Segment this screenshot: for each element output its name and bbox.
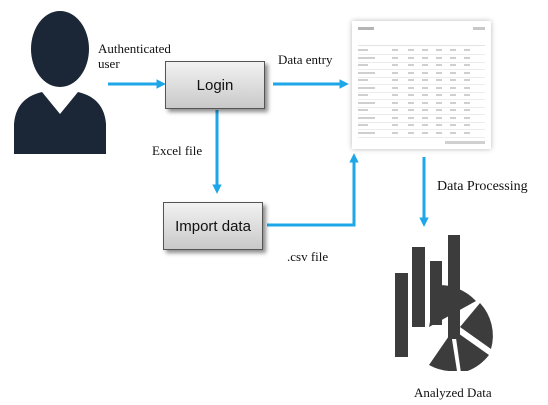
csv-file-label: .csv file: [287, 249, 329, 264]
import-data-box: Import data: [163, 202, 263, 250]
authenticated-user-label: Authenticated user: [98, 41, 171, 71]
login-box: Login: [165, 61, 265, 109]
arrow-import-to-sheet: [267, 153, 359, 227]
excel-file-label: Excel file: [152, 143, 203, 158]
user-silhouette-icon: [14, 11, 106, 154]
data-processing-label: Data Processing: [437, 179, 528, 194]
bar-pie-chart-icon: [395, 235, 493, 371]
spreadsheet-thumbnail-icon: [352, 21, 491, 149]
login-label: Login: [196, 76, 234, 94]
analyzed-data-label: Analyzed Data: [414, 385, 492, 400]
import-data-label: Import data: [175, 217, 251, 235]
data-entry-label: Data entry: [278, 52, 333, 67]
